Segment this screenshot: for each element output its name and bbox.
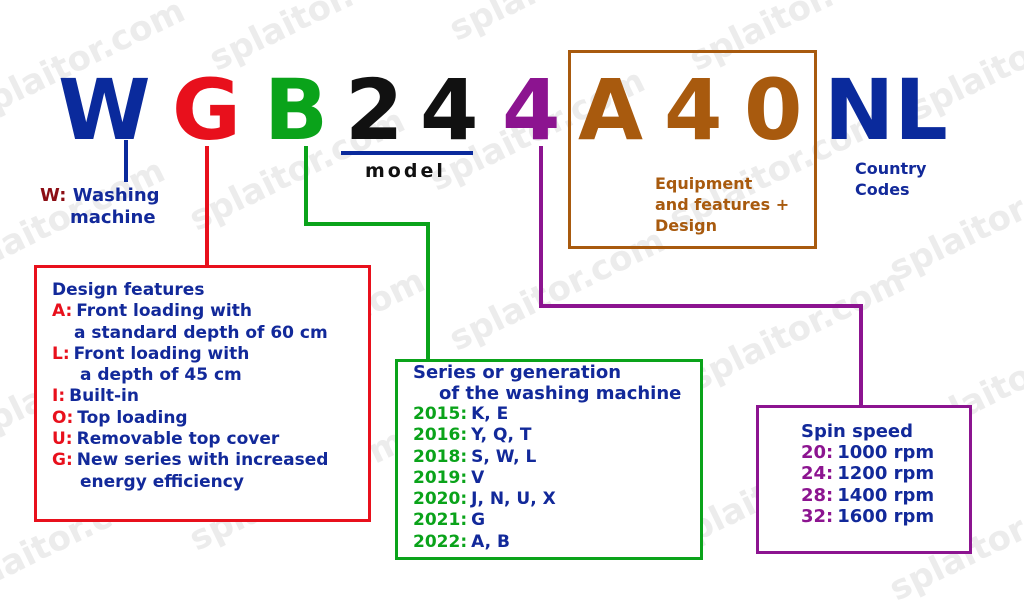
- country-line-1: Country: [855, 159, 927, 178]
- spin-code: 24:: [801, 463, 834, 485]
- equipment-line-3: Design: [655, 216, 717, 235]
- spin-title: Spin speed: [801, 421, 913, 442]
- code-char-equip-4: 4: [664, 61, 723, 159]
- series-year: 2019:: [413, 467, 468, 488]
- series-year: 2022:: [413, 531, 468, 552]
- series-row: 2021:G: [413, 510, 700, 531]
- design-item-u: U:Removable top cover: [52, 429, 368, 450]
- equipment-line-1: Equipment: [655, 174, 753, 193]
- series-year: 2015:: [413, 404, 468, 424]
- series-codes: K, E: [471, 404, 509, 424]
- series-row: 2016:Y, Q, T: [413, 425, 700, 446]
- code-char-2: 2: [345, 61, 404, 159]
- design-text: Front loading with: [76, 301, 252, 322]
- design-item-i: I:Built-in: [52, 386, 368, 407]
- code-char-g: G: [172, 61, 241, 159]
- design-text: New series with increased: [76, 450, 329, 471]
- series-year: 2018:: [413, 446, 468, 467]
- series-codes: S, W, L: [471, 446, 537, 467]
- design-text: Removable top cover: [76, 429, 280, 450]
- design-item-a-cont: a standard depth of 60 cm: [74, 322, 328, 343]
- code-char-spin-4: 4: [502, 61, 561, 159]
- spin-row: 24:1200 rpm: [801, 463, 969, 484]
- design-features-box: Design features A:Front loading with a s…: [34, 265, 371, 522]
- series-list: 2015:K, E 2016:Y, Q, T 2018:S, W, L 2019…: [413, 404, 700, 553]
- code-char-0: 0: [744, 61, 803, 159]
- equipment-box: Equipment and features + Design: [568, 50, 817, 249]
- series-year: 2020:: [413, 489, 468, 510]
- spin-rpm: 1000 rpm: [837, 442, 935, 463]
- washing-value-2: machine: [70, 207, 156, 228]
- connector-lines: [124, 140, 863, 406]
- series-row: 2022:A, B: [413, 532, 700, 553]
- design-key: O:: [52, 407, 74, 428]
- design-key: G:: [52, 450, 73, 471]
- spin-rpm: 1200 rpm: [837, 463, 935, 485]
- series-codes: G: [471, 510, 486, 531]
- spin-connector: [539, 146, 863, 406]
- design-item-l: L:Front loading with: [52, 344, 368, 365]
- country-codes-label: Country Codes: [855, 158, 926, 200]
- series-title-2: of the washing machine: [439, 383, 682, 404]
- design-text: Built-in: [69, 386, 139, 407]
- model-label: model: [365, 160, 446, 182]
- spin-rpm: 1400 rpm: [837, 484, 935, 506]
- design-item-a: A:Front loading with: [52, 301, 368, 322]
- washing-key: W:: [40, 185, 67, 206]
- design-title: Design features: [52, 280, 205, 300]
- code-char-a: A: [578, 61, 644, 159]
- spin-row: 28:1400 rpm: [801, 485, 969, 506]
- design-text: Top loading: [77, 407, 188, 428]
- series-codes: J, N, U, X: [471, 489, 556, 510]
- equipment-line-2: and features +: [655, 195, 790, 214]
- country-line-2: Codes: [855, 180, 910, 199]
- series-codes: V: [471, 467, 485, 488]
- spin-code: 28:: [801, 484, 834, 506]
- series-year: 2021:: [413, 510, 468, 531]
- design-text: Front loading with: [73, 343, 250, 364]
- spin-code: 32:: [801, 505, 834, 527]
- design-item-g-cont: energy efficiency: [80, 471, 244, 492]
- spin-row: 20:1000 rpm: [801, 442, 969, 463]
- design-key: A:: [52, 301, 73, 322]
- code-char-4: 4: [420, 61, 479, 159]
- series-row: 2018:S, W, L: [413, 447, 700, 468]
- spin-rpm: 1600 rpm: [837, 505, 935, 527]
- spin-row: 32:1600 rpm: [801, 506, 969, 527]
- design-key: I:: [52, 386, 66, 407]
- series-codes: A, B: [471, 531, 510, 552]
- series-codes: Y, Q, T: [471, 425, 532, 446]
- design-item-g: G:New series with increased: [52, 450, 368, 471]
- design-item-l-cont: a depth of 45 cm: [80, 365, 242, 386]
- series-row: 2020:J, N, U, X: [413, 489, 700, 510]
- code-char-nl: NL: [824, 61, 948, 159]
- design-key: U:: [52, 429, 73, 450]
- series-title-1: Series or generation: [413, 362, 622, 383]
- series-year: 2016:: [413, 425, 468, 446]
- washing-value-1: Washing: [72, 185, 160, 206]
- code-char-b: B: [264, 61, 329, 159]
- spin-speed-box: Spin speed 20:1000 rpm 24:1200 rpm 28:14…: [756, 405, 972, 554]
- design-item-o: O:Top loading: [52, 408, 368, 429]
- design-key: L:: [52, 343, 70, 364]
- series-row: 2015:K, E: [413, 404, 700, 425]
- series-row: 2019:V: [413, 468, 700, 489]
- series-box: Series or generation of the washing mach…: [395, 359, 703, 560]
- b-connector: [304, 146, 430, 360]
- code-char-w: W: [58, 61, 151, 159]
- spin-code: 20:: [801, 442, 834, 463]
- washing-machine-label: W: Washing machine: [40, 185, 160, 229]
